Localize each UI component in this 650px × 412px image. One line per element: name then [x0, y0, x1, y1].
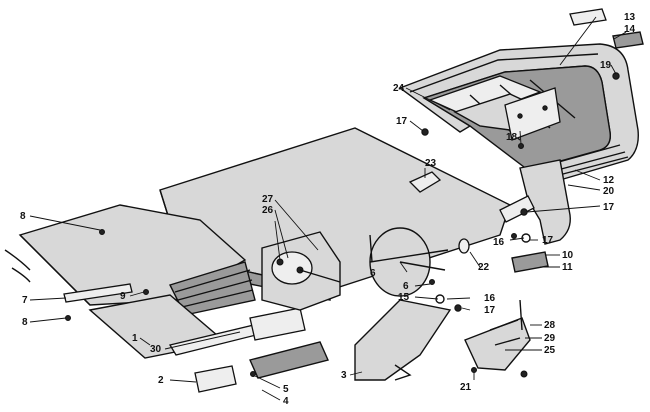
callout-1: 1 [132, 333, 138, 344]
callout-5: 5 [283, 384, 289, 395]
mounting-bracket-right [464, 317, 531, 371]
running-board [4, 204, 256, 316]
callout-22: 22 [478, 262, 490, 273]
callout-17: 17 [484, 305, 496, 316]
tube [499, 195, 535, 223]
callout-18: 18 [506, 132, 518, 143]
callout-2: 2 [158, 375, 164, 386]
callout-28: 28 [544, 320, 556, 331]
callout-10: 10 [562, 250, 574, 261]
tab-bracket [511, 251, 549, 273]
callout-11: 11 [562, 262, 573, 273]
callout-8: 8 [20, 211, 26, 222]
callout-16: 16 [484, 293, 496, 304]
bumper-rail [63, 283, 133, 303]
callout-30: 30 [150, 344, 162, 355]
callout-labels: 13 14 19 24 17 18 12 20 17 23 27 26 16 1… [20, 12, 636, 407]
callout-26: 26 [262, 205, 274, 216]
callout-19: 19 [600, 60, 612, 71]
callout-29: 29 [544, 333, 556, 344]
callout-6: 6 [370, 268, 376, 279]
callout-7: 7 [22, 295, 28, 306]
callout-9: 9 [120, 291, 126, 302]
callout-25: 25 [544, 345, 556, 356]
callout-17: 17 [542, 235, 554, 246]
callout-17: 17 [603, 202, 615, 213]
brace-bar [168, 307, 306, 356]
callout-16: 16 [493, 237, 505, 248]
callout-13: 13 [624, 12, 636, 23]
callout-14: 14 [624, 24, 636, 35]
callout-23: 23 [425, 158, 437, 169]
callout-17: 17 [396, 116, 408, 127]
callout-3: 3 [341, 370, 347, 381]
callout-4: 4 [283, 396, 289, 407]
callout-20: 20 [603, 186, 615, 197]
hitch-bracket [519, 159, 571, 245]
bushing [458, 238, 470, 254]
callout-24: 24 [393, 83, 405, 94]
callout-21: 21 [460, 382, 472, 393]
callout-8: 8 [22, 317, 28, 328]
bracket-plate [504, 87, 561, 141]
callout-27: 27 [262, 194, 274, 205]
access-plates [194, 341, 329, 393]
axle-bracket [261, 231, 341, 311]
callout-6: 6 [403, 281, 409, 292]
callout-15: 15 [398, 292, 410, 303]
mounting-bracket-left [354, 299, 452, 381]
leader-lines [29, 16, 627, 401]
emblem-plates [569, 8, 644, 49]
callout-12: 12 [603, 175, 615, 186]
